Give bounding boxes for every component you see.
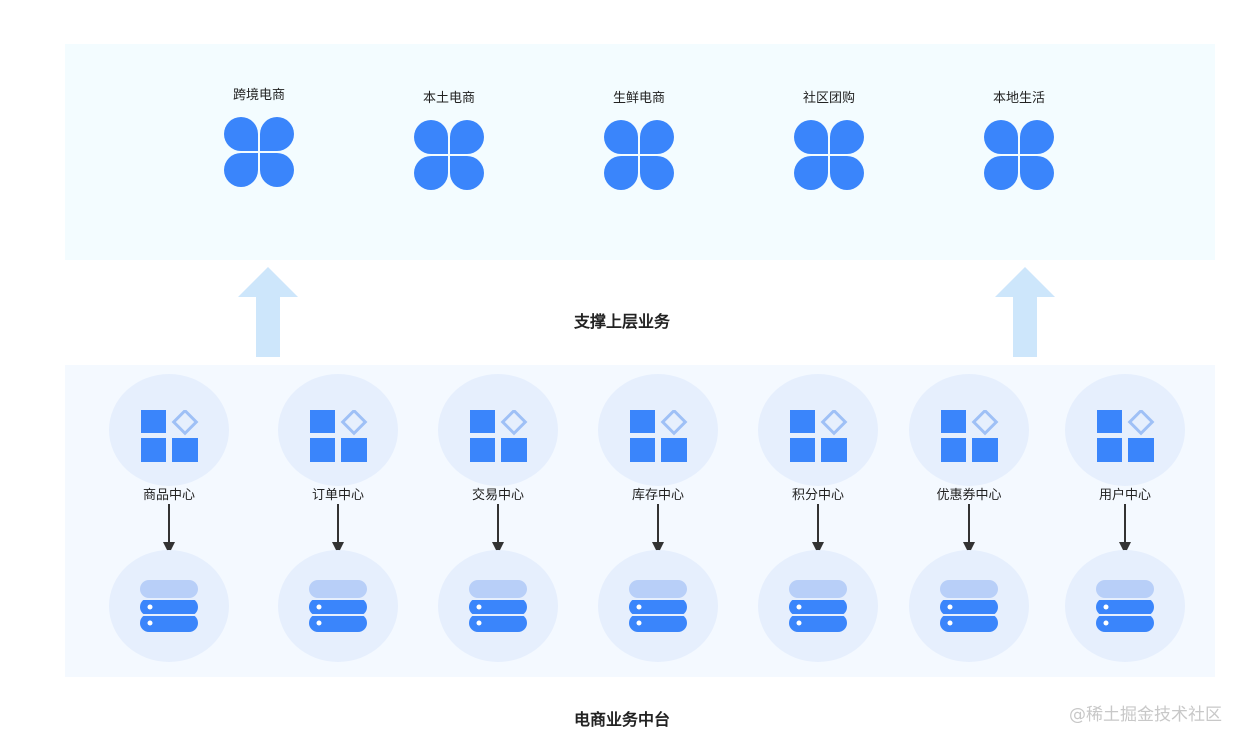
business-unit-local-life: 本地生活 bbox=[959, 91, 1079, 191]
business-unit-label: 生鲜电商 bbox=[612, 91, 665, 106]
database-icon bbox=[140, 580, 198, 632]
service-circle bbox=[909, 374, 1029, 486]
app-grid-icon bbox=[414, 120, 484, 190]
service-blocks-icon bbox=[941, 410, 999, 462]
service-blocks-icon bbox=[470, 410, 528, 462]
database-trade bbox=[438, 550, 558, 662]
app-grid-icon bbox=[984, 120, 1054, 190]
down-arrow-icon bbox=[332, 504, 344, 554]
business-unit-label: 本地生活 bbox=[992, 91, 1045, 106]
database-icon bbox=[629, 580, 687, 632]
service-circle bbox=[109, 374, 229, 486]
database-icon bbox=[940, 580, 998, 632]
down-arrow-icon bbox=[163, 504, 175, 554]
down-arrow-icon bbox=[812, 504, 824, 554]
app-grid-icon bbox=[604, 120, 674, 190]
up-arrow-icon bbox=[238, 267, 298, 357]
service-circle bbox=[758, 374, 878, 486]
database-coupon bbox=[909, 550, 1029, 662]
service-circle bbox=[438, 374, 558, 486]
service-blocks-icon bbox=[310, 410, 368, 462]
service-circle bbox=[598, 374, 718, 486]
database-icon bbox=[469, 580, 527, 632]
service-label: 订单中心 bbox=[311, 488, 364, 503]
platform-label: 电商业务中台 bbox=[573, 710, 670, 729]
database-order bbox=[278, 550, 398, 662]
down-arrow-icon bbox=[1119, 504, 1131, 554]
database-inventory bbox=[598, 550, 718, 662]
database-user bbox=[1065, 550, 1185, 662]
business-unit-community-group-buy: 社区团购 bbox=[769, 91, 889, 191]
service-label: 库存中心 bbox=[631, 488, 684, 503]
business-unit-label: 本土电商 bbox=[422, 91, 475, 106]
service-circle bbox=[278, 374, 398, 486]
up-arrow-icon bbox=[995, 267, 1055, 357]
database-icon bbox=[789, 580, 847, 632]
business-unit-local-ecommerce: 本土电商 bbox=[389, 91, 509, 191]
service-blocks-icon bbox=[630, 410, 688, 462]
service-circle bbox=[1065, 374, 1185, 486]
service-label: 积分中心 bbox=[791, 488, 844, 503]
service-blocks-icon bbox=[790, 410, 848, 462]
business-unit-label: 社区团购 bbox=[802, 91, 855, 106]
app-grid-icon bbox=[794, 120, 864, 190]
business-unit-label: 跨境电商 bbox=[232, 88, 285, 103]
service-blocks-icon bbox=[141, 410, 199, 462]
support-label: 支撑上层业务 bbox=[573, 312, 670, 331]
business-unit-cross-border: 跨境电商 bbox=[199, 88, 319, 188]
service-label: 用户中心 bbox=[1098, 488, 1151, 503]
watermark: @稀土掘金技术社区 bbox=[1069, 705, 1222, 725]
service-blocks-icon bbox=[1097, 410, 1155, 462]
down-arrow-icon bbox=[492, 504, 504, 554]
business-unit-fresh-food: 生鲜电商 bbox=[579, 91, 699, 191]
service-label: 商品中心 bbox=[142, 488, 195, 503]
service-label: 交易中心 bbox=[471, 488, 524, 503]
database-icon bbox=[309, 580, 367, 632]
app-grid-icon bbox=[224, 117, 294, 187]
service-label: 优惠券中心 bbox=[936, 488, 1002, 503]
database-product bbox=[109, 550, 229, 662]
database-icon bbox=[1096, 580, 1154, 632]
down-arrow-icon bbox=[963, 504, 975, 554]
database-points bbox=[758, 550, 878, 662]
down-arrow-icon bbox=[652, 504, 664, 554]
